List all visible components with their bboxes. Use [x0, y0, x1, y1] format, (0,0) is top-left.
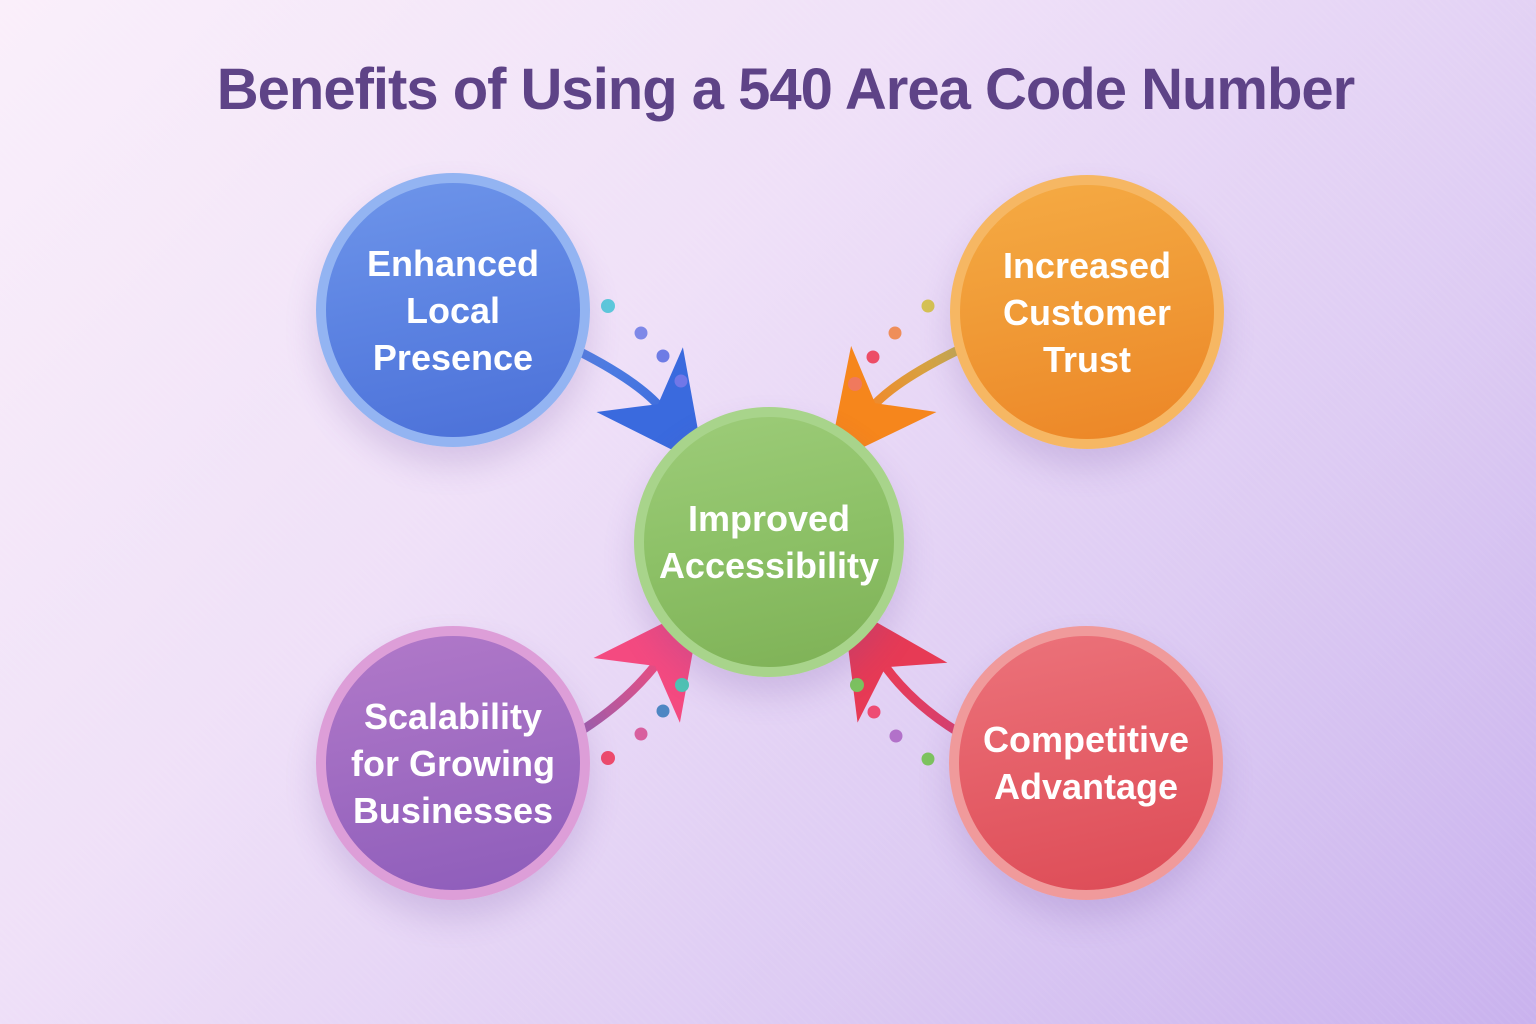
trail-dot	[601, 751, 615, 765]
trail-dot	[656, 704, 670, 718]
node-label-improved-accessibility: Improved Accessibility	[658, 498, 880, 586]
connector-arrow-bottom-left	[571, 604, 702, 765]
trail-dot	[848, 377, 862, 391]
trail-dot	[634, 326, 648, 340]
node-improved-accessibility: Improved Accessibility	[634, 407, 904, 677]
trail-dot	[866, 350, 880, 364]
node-scalability-for-growing-businesses: Scalability for Growing Businesses	[316, 626, 590, 900]
node-label-scalability-for-growing-businesses: Scalability for Growing Businesses	[351, 695, 555, 831]
trail-dot	[674, 374, 688, 388]
trail-dot	[921, 752, 935, 766]
node-label-increased-customer-trust: Increased Customer Trust	[1002, 244, 1172, 380]
trail-dot	[656, 349, 670, 363]
connector-arrow-bottom-right	[842, 602, 963, 766]
page-title: Benefits of Using a 540 Area Code Number	[216, 57, 1355, 122]
trail-dot	[888, 326, 902, 340]
trail-dot	[634, 727, 648, 741]
node-label-enhanced-local-presence: Enhanced Local Presence	[366, 242, 540, 378]
trail-dot	[889, 729, 903, 743]
node-label-competitive-advantage: Competitive Advantage	[982, 719, 1190, 807]
node-enhanced-local-presence: Enhanced Local Presence	[316, 173, 590, 447]
trail-dot	[850, 678, 864, 692]
node-competitive-advantage: Competitive Advantage	[949, 626, 1223, 900]
trail-dot	[921, 299, 935, 313]
trail-dot	[867, 705, 881, 719]
trail-dot	[601, 299, 615, 313]
trail-dot	[675, 678, 689, 692]
node-increased-customer-trust: Increased Customer Trust	[950, 175, 1224, 449]
